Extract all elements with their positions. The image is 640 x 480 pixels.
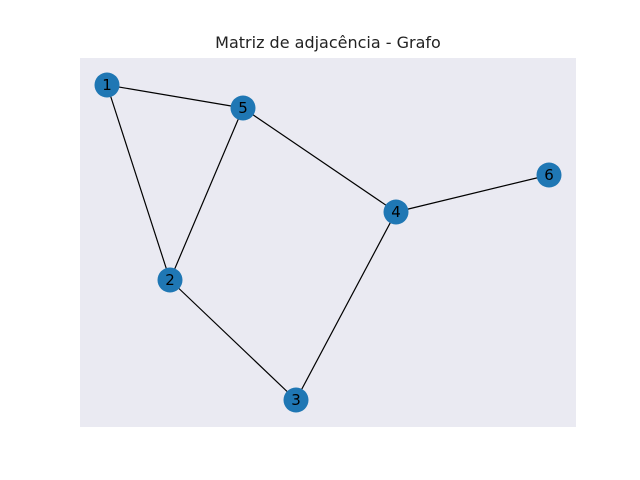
edge-2-3 xyxy=(169,279,297,401)
node-6: 6 xyxy=(536,162,562,188)
node-label: 2 xyxy=(165,271,175,289)
nodes-layer: 1 2 3 4 5 6 xyxy=(94,72,562,413)
node-label: 4 xyxy=(391,203,401,221)
node-circle xyxy=(230,95,256,121)
node-circle xyxy=(157,267,183,293)
edges-layer xyxy=(106,84,550,401)
node-1: 1 xyxy=(94,72,120,98)
node-label: 3 xyxy=(291,391,301,409)
node-2: 2 xyxy=(157,267,183,293)
node-label: 6 xyxy=(544,166,554,184)
edge-1-5 xyxy=(106,84,244,109)
node-circle xyxy=(283,387,309,413)
node-3: 3 xyxy=(283,387,309,413)
node-circle xyxy=(383,199,409,225)
edge-1-2 xyxy=(106,84,171,281)
node-circle xyxy=(94,72,120,98)
node-circle xyxy=(536,162,562,188)
node-5: 5 xyxy=(230,95,256,121)
node-label: 5 xyxy=(238,99,248,117)
axes-background xyxy=(80,58,576,427)
node-4: 4 xyxy=(383,199,409,225)
node-label: 1 xyxy=(102,76,112,94)
edge-4-5 xyxy=(242,107,397,213)
edge-4-6 xyxy=(395,174,550,213)
graph-title: Matriz de adjacência - Grafo xyxy=(215,33,441,52)
edge-2-5 xyxy=(169,107,244,281)
edge-3-4 xyxy=(295,211,397,401)
